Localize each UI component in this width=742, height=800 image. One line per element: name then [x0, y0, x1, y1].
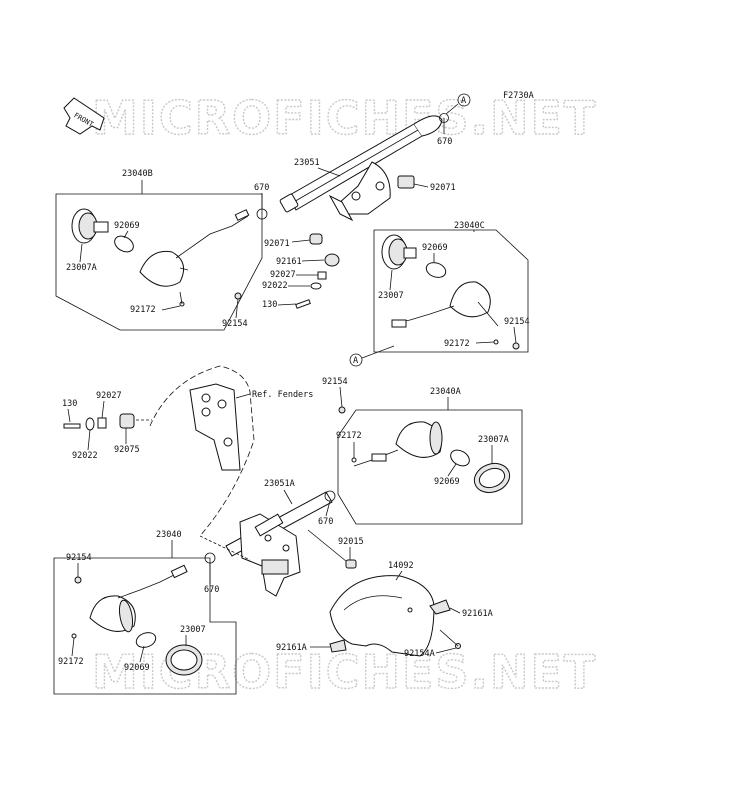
turn-signal-assembly-23040C — [381, 234, 499, 328]
label-92154-b: 92154 — [222, 319, 248, 329]
label-92075: 92075 — [114, 445, 140, 455]
label-92022-c: 92022 — [262, 281, 288, 291]
group-box-23040A — [337, 409, 523, 525]
grommet-92071 — [309, 233, 323, 245]
nut-92154-m — [338, 406, 346, 414]
label-23040B: 23040B — [122, 169, 153, 179]
label-23040C: 23040C — [454, 221, 485, 231]
turn-signal-bracket-lower — [199, 491, 333, 597]
cover-14092 — [329, 575, 435, 657]
label-23007-c: 23007 — [378, 291, 404, 301]
nut-92154-d — [74, 576, 82, 584]
label-92027-c: 92027 — [270, 270, 296, 280]
label-92071-left: 92071 — [264, 239, 290, 249]
label-92071-right: 92071 — [430, 183, 456, 193]
label-23040: 23040 — [156, 530, 182, 540]
label-92069-d: 92069 — [124, 663, 150, 673]
label-14092: 14092 — [388, 561, 414, 571]
label-23040A: 23040A — [430, 387, 461, 397]
turn-signal-bracket-upper — [279, 115, 443, 222]
label-92154-d: 92154 — [66, 553, 92, 563]
group-box-23040 — [53, 557, 237, 695]
label-92161A-l: 92161A — [276, 643, 307, 653]
collar-92027-l — [97, 417, 107, 429]
label-92172-c: 92172 — [444, 339, 470, 349]
svg-text:A: A — [461, 96, 466, 106]
turn-signal-assembly-23040A — [353, 421, 511, 494]
label-670-top: 670 — [437, 137, 452, 147]
label-130-l: 130 — [62, 399, 77, 409]
label-92027-l: 92027 — [96, 391, 122, 401]
bushing-92161 — [324, 253, 340, 267]
label-670-b: 670 — [254, 183, 269, 193]
nut-92154-c — [512, 342, 520, 350]
label-23007-d: 23007 — [180, 625, 206, 635]
label-92154-m: 92154 — [322, 377, 348, 387]
turn-signal-assembly-23040B — [71, 208, 250, 287]
diagram-id: F2730A — [503, 91, 534, 101]
label-92161: 92161 — [276, 257, 302, 267]
label-92172-b: 92172 — [130, 305, 156, 315]
label-23007A-a: 23007A — [478, 435, 509, 445]
label-670-m: 670 — [318, 517, 333, 527]
label-92069-b: 92069 — [114, 221, 140, 231]
nut-92154-b — [234, 292, 242, 300]
group-box-23040C — [373, 229, 529, 353]
watermark-top: MICROFICHES.NET — [92, 91, 597, 145]
label-130-c: 130 — [262, 300, 277, 310]
front-arrow-icon: FRONT — [63, 97, 105, 135]
collar-92027-c — [317, 271, 327, 280]
turn-signal-assembly-23040 — [89, 564, 203, 676]
label-670-d: 670 — [204, 585, 219, 595]
washer-92022-c — [310, 282, 322, 290]
label-92015: 92015 — [338, 537, 364, 547]
ref-fenders-label: Ref. Fenders — [252, 390, 313, 400]
label-23051: 23051 — [294, 158, 320, 168]
screw-92172-c — [493, 339, 499, 345]
bolt-130-c — [295, 299, 311, 309]
bushing-92161A-r — [429, 599, 451, 615]
callout-a-top — [457, 93, 471, 107]
label-92069-a: 92069 — [434, 477, 460, 487]
grommet-92075 — [119, 413, 135, 429]
label-23051A: 23051A — [264, 479, 295, 489]
label-23007A-b: 23007A — [66, 263, 97, 273]
label-92172-d: 92172 — [58, 657, 84, 667]
label-92154-c: 92154 — [504, 317, 530, 327]
clamp-92015 — [345, 559, 357, 569]
callout-a-mid — [349, 353, 363, 367]
screw-92172-a — [351, 457, 357, 463]
bolt-130-l — [63, 423, 81, 429]
screw-92172-d — [71, 633, 77, 639]
label-92069-c: 92069 — [422, 243, 448, 253]
label-92172-a: 92172 — [336, 431, 362, 441]
label-92161A-r: 92161A — [462, 609, 493, 619]
svg-text:A: A — [353, 356, 358, 366]
rear-fender-outline — [149, 365, 255, 537]
label-92154A: 92154A — [404, 649, 435, 659]
washer-92022-l — [85, 417, 95, 431]
bushing-92161A-l — [329, 639, 347, 653]
label-92022-l: 92022 — [72, 451, 98, 461]
